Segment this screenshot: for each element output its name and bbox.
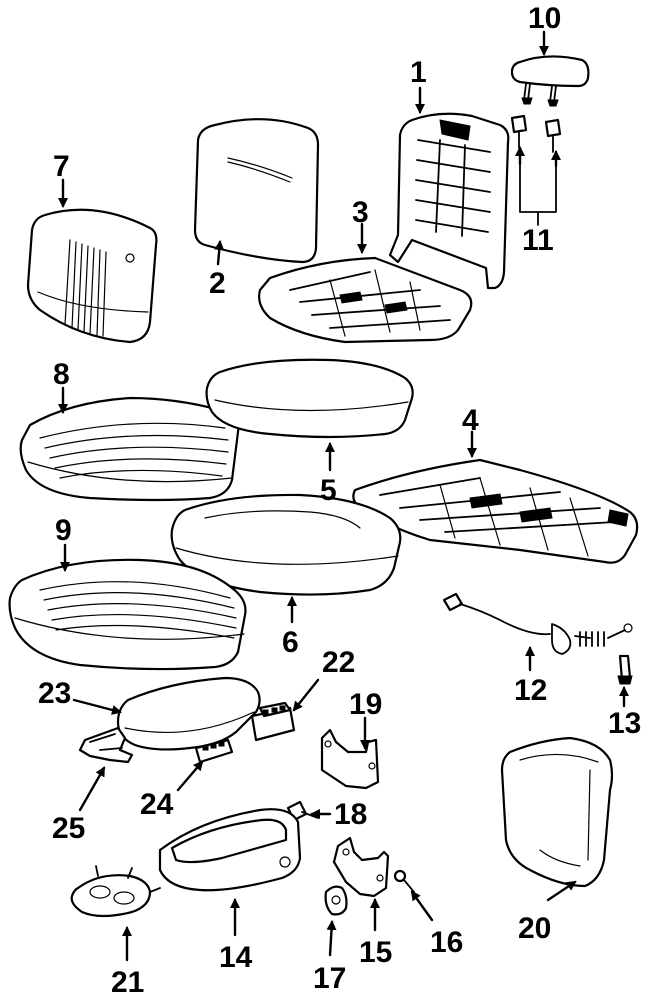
callout-25: 25 <box>52 812 85 845</box>
callout-7: 7 <box>53 150 70 183</box>
callout-4: 4 <box>462 404 479 437</box>
callout-8: 8 <box>53 358 70 391</box>
part-22-switch <box>250 701 296 742</box>
part-7-seatback-cover <box>26 208 158 344</box>
arrow-16 <box>410 890 434 922</box>
arrow-20 <box>546 880 577 902</box>
callout-3: 3 <box>352 196 369 229</box>
part-13-bolt <box>617 654 633 685</box>
callout-14: 14 <box>219 941 253 974</box>
arrow-25 <box>78 766 106 812</box>
part-3-seat-frame-upper <box>258 256 473 344</box>
callout-16: 16 <box>430 926 463 959</box>
callout-1: 1 <box>410 56 427 89</box>
arrow-23 <box>72 698 122 715</box>
arrow-22 <box>292 678 320 712</box>
callout-5: 5 <box>320 474 337 507</box>
callout-24: 24 <box>140 788 174 821</box>
part-16-screw <box>393 869 415 893</box>
callout-17: 17 <box>313 962 346 995</box>
part-8-cushion-cover <box>19 396 240 502</box>
part-5-cushion-pad <box>205 358 414 439</box>
part-9-cushion-cover-lower <box>8 558 247 671</box>
part-11-headrest-guides <box>510 114 562 226</box>
callout-15: 15 <box>359 936 392 969</box>
part-14-storage-bin <box>158 808 302 892</box>
callout-10: 10 <box>528 2 561 35</box>
callout-22: 22 <box>322 646 355 679</box>
part-1-seatback-frame <box>388 112 510 290</box>
callout-23: 23 <box>38 677 71 710</box>
arrow-17 <box>326 920 337 957</box>
part-10-headrest <box>510 55 590 107</box>
callout-13: 13 <box>608 707 641 740</box>
callout-20: 20 <box>518 912 551 945</box>
part-15-bracket <box>332 836 390 898</box>
callout-12: 12 <box>514 674 547 707</box>
callout-labels: 1 2 3 4 5 6 7 8 9 10 11 12 13 14 15 16 1… <box>38 2 641 999</box>
part-19-bracket <box>320 728 380 790</box>
callout-18: 18 <box>334 798 367 831</box>
callout-9: 9 <box>55 514 72 547</box>
callout-2: 2 <box>209 267 226 300</box>
callout-6: 6 <box>282 626 299 659</box>
callout-11: 11 <box>522 224 554 257</box>
part-4-cushion-frame <box>352 458 639 564</box>
part-24-switch <box>194 738 234 764</box>
callout-19: 19 <box>349 688 382 721</box>
part-6-cushion-pad-lower <box>170 493 402 596</box>
arrow-24 <box>176 760 204 792</box>
part-21-cup-holder <box>70 865 161 918</box>
leader-lines <box>58 30 629 962</box>
arrow-2 <box>214 240 225 266</box>
part-25-bracket <box>78 726 134 764</box>
part-12-cable <box>442 592 633 655</box>
part-2-seatback-pad <box>193 118 320 264</box>
part-17-bushing <box>324 885 348 916</box>
part-23-armrest-pad <box>116 676 261 751</box>
part-20-side-shield <box>500 736 614 888</box>
callout-21: 21 <box>111 966 144 999</box>
